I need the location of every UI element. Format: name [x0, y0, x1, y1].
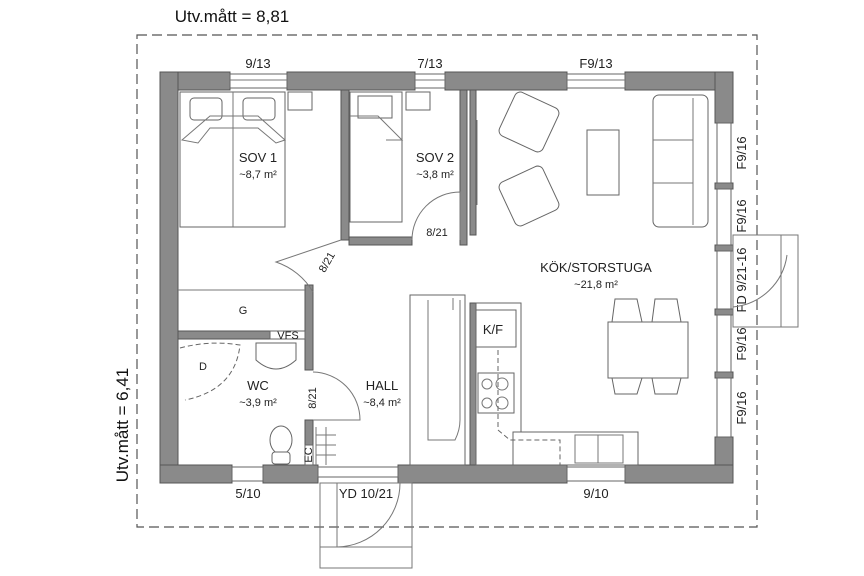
fridge-freezer-label: K/F — [483, 322, 503, 337]
kitchen-counter — [475, 302, 639, 466]
room-name-kok: KÖK/STORSTUGA — [540, 260, 652, 275]
door-swing — [312, 371, 361, 421]
outer-dimension-outline — [136, 34, 758, 528]
window-label: 7/13 — [417, 56, 442, 71]
vfs-label: VFS — [277, 330, 298, 342]
double-bed — [179, 91, 313, 228]
window-label: 9/10 — [583, 486, 608, 501]
window-label: 9/13 — [245, 56, 270, 71]
wardrobe — [409, 294, 466, 466]
room-area-sov1: ~8,7 m² — [239, 169, 277, 181]
door-swing — [274, 239, 342, 293]
door-label: 8/21 — [307, 387, 319, 408]
room-name-hall: HALL — [366, 378, 399, 393]
width-dimension-label: Utv.mått = 8,81 — [175, 7, 289, 26]
room-area-wc: ~3,9 m² — [239, 397, 277, 409]
entrance-door-label: YD 10/21 — [339, 486, 393, 501]
height-dimension-label: Utv.mått = 6,41 — [113, 368, 132, 482]
door-swing — [411, 191, 461, 241]
window-label: F9/16 — [734, 136, 749, 169]
room-area-sov2: ~3,8 m² — [416, 169, 454, 181]
dining-table — [607, 298, 689, 395]
window-label: 5/10 — [235, 486, 260, 501]
room-name-sov1: SOV 1 — [239, 150, 277, 165]
room-area-kok: ~21,8 m² — [574, 279, 618, 291]
entrance-steps — [319, 482, 413, 569]
vfs-box — [269, 330, 306, 340]
storage-label-g: G — [239, 305, 248, 317]
window-label: F9/16 — [734, 391, 749, 424]
shower-label-d: D — [199, 361, 207, 373]
wc-fixtures — [179, 342, 336, 466]
door-label: FD 9/21-16 — [734, 247, 749, 312]
room-name-sov2: SOV 2 — [416, 150, 454, 165]
door-label: 8/21 — [426, 227, 447, 239]
windows — [229, 73, 732, 482]
living-room-furniture — [476, 91, 709, 228]
single-bed — [349, 91, 431, 223]
ec-label: EC — [303, 447, 315, 462]
window-label: F9/16 — [734, 199, 749, 232]
door-label: 8/21 — [317, 250, 338, 275]
window-label: F9/16 — [734, 327, 749, 360]
patio-door-steps — [732, 234, 799, 328]
window-label: F9/13 — [579, 56, 612, 71]
room-area-hall: ~8,4 m² — [363, 397, 401, 409]
room-name-wc: WC — [247, 378, 269, 393]
